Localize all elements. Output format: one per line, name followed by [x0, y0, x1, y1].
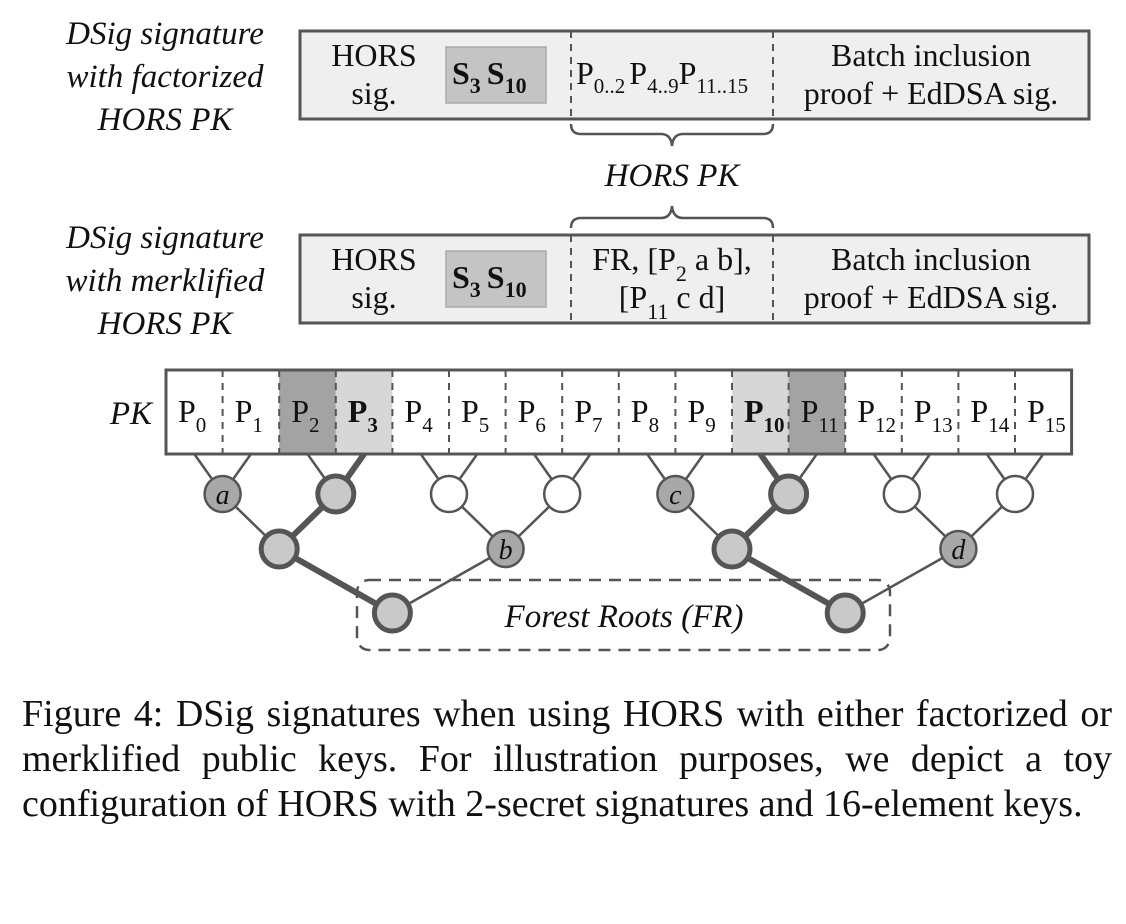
tree-edge	[277, 546, 394, 616]
pk-array: P0 P1 P2 P3 P4 P5 P6 P7 P8 P9 P10 P11 P12 P13 P14 P15	[164, 368, 1074, 456]
caption-lead: Figure 4:	[22, 693, 164, 735]
pk-cell-label: P14	[970, 393, 1009, 437]
pk-cell-label: P6	[518, 393, 546, 437]
merkle-tree-nodes: a c b d	[203, 473, 1035, 634]
tree-node-label: d	[951, 535, 966, 566]
pk-cell	[222, 370, 280, 454]
pk-cell-label: P8	[631, 393, 659, 437]
hors-sig-line2: sig.	[351, 279, 396, 315]
tree-node-label: a	[216, 480, 230, 511]
pk-cell	[449, 370, 506, 454]
pk-label: PK	[109, 396, 154, 432]
tree-edge	[844, 547, 960, 615]
tree-node	[939, 529, 978, 569]
pk-cell-label: P1	[235, 393, 263, 437]
tree-node	[315, 473, 357, 515]
tree-node	[995, 474, 1035, 514]
forest-root-node	[371, 592, 413, 634]
tree-node-label: c	[669, 480, 682, 511]
pk-cell	[335, 370, 393, 454]
pk-cell	[901, 370, 959, 454]
pk-cell-label: P15	[1027, 393, 1066, 437]
row2-label-line3: HORS PK	[97, 306, 235, 342]
pk-cell-label: P13	[914, 393, 953, 437]
pk-cell	[279, 370, 336, 454]
hors-sig-line2: sig.	[351, 75, 396, 111]
pk-cell	[618, 370, 676, 454]
pk-cell-label: P7	[574, 393, 602, 437]
forest-root-node	[824, 592, 866, 634]
pk-cell-label: P11	[801, 393, 839, 437]
pk-cell-label: P9	[687, 393, 715, 437]
pk-cell	[505, 370, 563, 454]
forest-roots-box	[355, 578, 892, 652]
merkle-tree-edges	[193, 452, 1045, 616]
factorized-row: DSig signature with factorized HORS PK H…	[65, 16, 1091, 138]
pk-cell	[845, 370, 902, 454]
tree-node	[768, 473, 810, 515]
row2-label-line1: DSig signature	[65, 220, 264, 256]
tree-edge	[730, 546, 847, 616]
pk-cell	[166, 370, 223, 454]
pk-cell-label: P4	[404, 393, 433, 437]
merkle-pk-line1: FR, [P2 a b],	[592, 241, 751, 286]
hors-pk-label: HORS PK	[604, 158, 742, 194]
secrets-box	[445, 250, 547, 308]
dsig-figure: DSig signature with factorized HORS PK H…	[65, 16, 1091, 652]
pk-cell-label: P2	[291, 393, 319, 437]
pk-cell	[788, 370, 846, 454]
pk-cell	[562, 370, 619, 454]
pk-cell	[732, 370, 789, 454]
pk-cell-label: P10	[744, 393, 785, 437]
caption-text: DSig signatures when using HORS with eit…	[22, 693, 1112, 825]
pk-cell	[392, 370, 449, 454]
batch-line2: proof + EdDSA sig.	[804, 75, 1059, 111]
row1-label-line1: DSig signature	[65, 16, 264, 52]
hors-sig-line1: HORS	[331, 37, 416, 73]
tree-node	[656, 474, 695, 514]
tree-node	[258, 528, 300, 570]
pk-array-border	[164, 368, 1074, 456]
pk-cell-label: P3	[348, 393, 378, 437]
tree-node	[486, 529, 525, 569]
row1-label-line3: HORS PK	[97, 102, 235, 138]
batch-line1: Batch inclusion	[831, 37, 1031, 73]
tree-node	[542, 474, 582, 514]
pk-cell	[958, 370, 1015, 454]
hors-sig-line1: HORS	[331, 241, 416, 277]
row2-label-line2: with merklified	[66, 263, 265, 299]
batch-line2: proof + EdDSA sig.	[804, 279, 1059, 315]
merklified-signature-box	[298, 233, 1091, 325]
hors-pk-brace-lower	[569, 123, 775, 147]
pk-cell-label: P0	[178, 393, 206, 437]
row1-label-line2: with factorized	[66, 59, 264, 95]
batch-line1: Batch inclusion	[831, 241, 1031, 277]
merklified-row: DSig signature with merklified HORS PK H…	[65, 220, 1091, 342]
pk-cell-label: P5	[461, 393, 489, 437]
tree-node	[429, 474, 469, 514]
figure-caption: Figure 4: DSig signatures when using HOR…	[22, 692, 1112, 827]
tree-node	[711, 528, 753, 570]
secrets-box	[445, 46, 547, 104]
factorized-signature-box	[298, 29, 1091, 121]
tree-node	[882, 474, 922, 514]
merkle-pk-line2: [P11 c d]	[619, 279, 726, 324]
pk-cell	[675, 370, 732, 454]
forest-roots-label: Forest Roots (FR)	[504, 599, 744, 635]
tree-node	[203, 474, 242, 514]
pk-cell	[1015, 370, 1072, 454]
hors-pk-brace-upper	[569, 205, 775, 229]
pk-cell-label: P12	[857, 393, 896, 437]
tree-node-label: b	[499, 535, 513, 566]
